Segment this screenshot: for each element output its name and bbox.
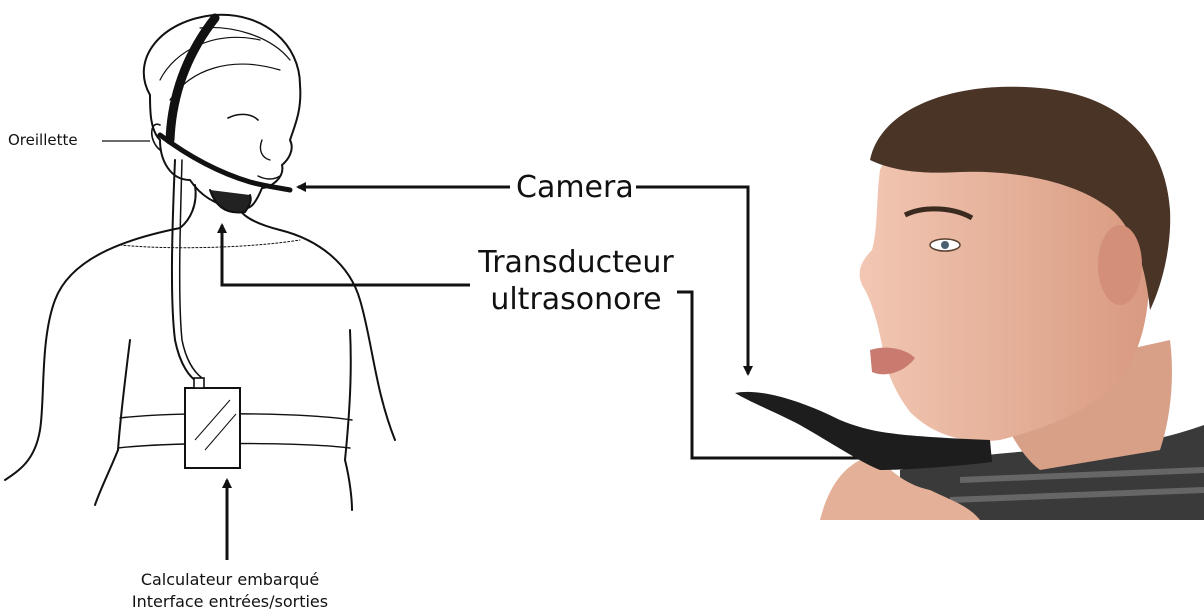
transducer-arrow-left [222,225,470,285]
torso-outline [5,228,180,480]
label-transducteur-line2: ultrasonore [476,282,676,317]
label-calculateur-line1: Calculateur embarqué [110,570,350,589]
label-calculateur-line2: Interface entrées/sorties [110,592,350,611]
label-oreillette: Oreillette [8,131,78,149]
photo-person [735,87,1204,520]
processing-box [185,378,240,468]
head-band [170,18,215,140]
head-outline [144,15,301,209]
label-transducteur-line1: Transducteur [476,245,676,280]
label-camera: Camera [516,170,634,205]
